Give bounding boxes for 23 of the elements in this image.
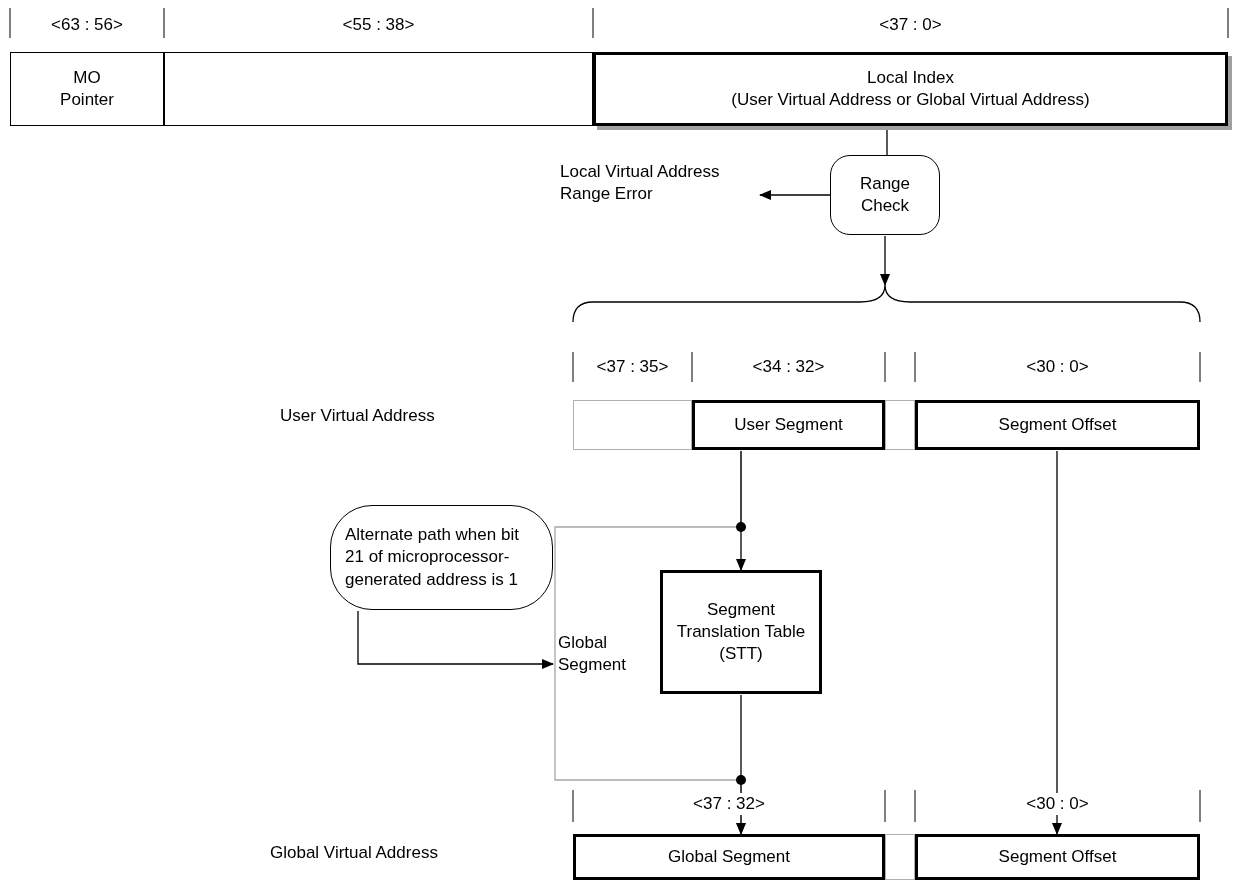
empty-field-box bbox=[164, 52, 593, 126]
arrow bbox=[880, 235, 890, 286]
note-box: Alternate path when bit 21 of microprocessor-generated address is 1 bbox=[330, 505, 553, 610]
row-label: Global Virtual Address bbox=[270, 842, 438, 864]
output-text: Local Virtual Address Range Error bbox=[560, 158, 760, 208]
arrow bbox=[357, 610, 554, 669]
arrow bbox=[1052, 450, 1062, 835]
field-description: (User Virtual Address or Global Virtual Address) bbox=[731, 89, 1090, 111]
curly-brace bbox=[573, 285, 1200, 322]
row-label: User Virtual Address bbox=[280, 405, 435, 427]
bit-range-label: <37 : 32> bbox=[690, 793, 768, 816]
field-box: Segment Offset bbox=[915, 834, 1200, 880]
process-box: Range Check bbox=[830, 155, 940, 235]
field-box: Segment Translation Table (STT) bbox=[660, 570, 822, 694]
arrow bbox=[736, 450, 746, 571]
empty-field-box bbox=[885, 834, 915, 880]
arrow bbox=[759, 190, 831, 200]
field-box: User Segment bbox=[692, 400, 885, 450]
field-box: MO Pointer bbox=[10, 52, 164, 126]
empty-field-box bbox=[885, 400, 915, 450]
field-title: Local Index bbox=[867, 66, 954, 89]
field-box: Segment Offset bbox=[915, 400, 1200, 450]
field-box: Global Segment bbox=[573, 834, 885, 880]
